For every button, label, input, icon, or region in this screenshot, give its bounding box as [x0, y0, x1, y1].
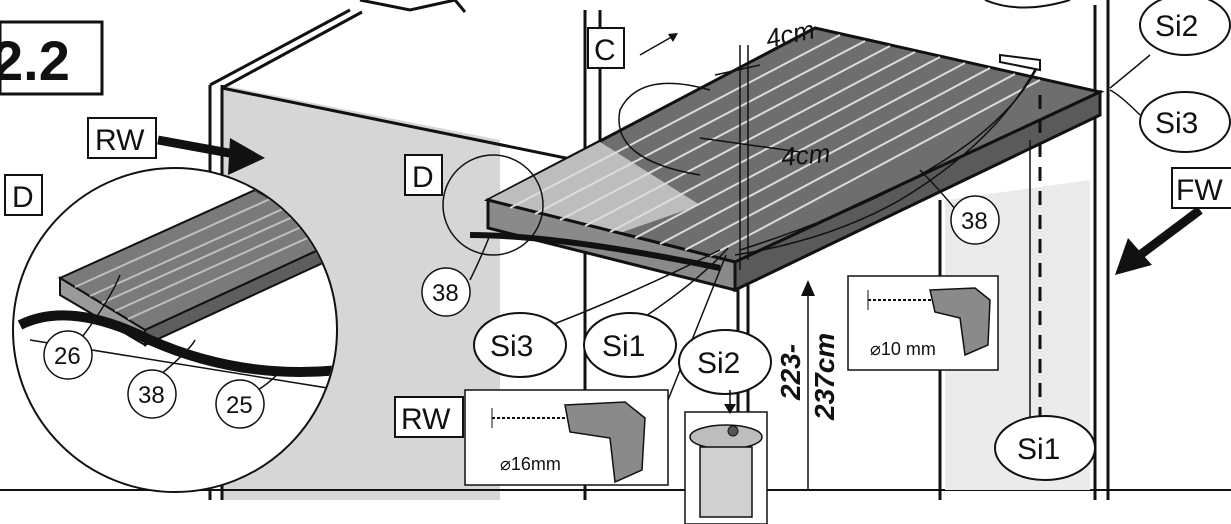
drill-icon-large	[564, 401, 646, 484]
rw-top-box: RW	[87, 117, 157, 159]
drill-large-size: ⌀16mm	[500, 454, 561, 474]
drill-inset-10mm: ⌀10 mm	[847, 275, 999, 371]
top-partial-callout	[984, 0, 1071, 9]
height-measurement-line1: 223-	[775, 344, 806, 401]
drill-icon-small	[929, 287, 991, 357]
lamp-inset	[684, 390, 768, 524]
rotation-arc	[618, 82, 711, 176]
si1-mid-text: Si1	[602, 330, 645, 363]
side-wall-shade	[945, 180, 1090, 490]
callout-si2-top: Si2	[1139, 0, 1231, 56]
callout-si2-mid: Si2	[678, 329, 772, 395]
dimension-lines	[699, 45, 809, 490]
p26-text: 26	[54, 343, 81, 370]
c-arrow	[639, 34, 676, 56]
step-number: 2.2	[0, 29, 70, 92]
gap-mid-measurement: 4cm	[780, 138, 832, 172]
detail-marker-circle	[442, 154, 544, 256]
callout-si3-right: Si3	[1139, 91, 1231, 153]
part-38-detail: 38	[127, 369, 177, 419]
d-main-box: D	[404, 154, 443, 196]
fw-arrow	[1115, 206, 1203, 275]
callout-si3-left: Si3	[473, 312, 567, 378]
rw-top-label: RW	[95, 124, 145, 157]
p38-detail-text: 38	[138, 382, 165, 409]
callout-si1-right: Si1	[994, 415, 1096, 481]
si3-left-text: Si3	[490, 330, 533, 363]
c-label: C	[594, 34, 616, 67]
main-rail-panel	[469, 26, 1105, 293]
drill-inset-16mm: ⌀16mm	[464, 389, 669, 486]
p38-main-right-text: 38	[961, 208, 988, 235]
callout-si1-mid: Si1	[583, 312, 677, 378]
rw-bottom-label: RW	[401, 403, 451, 436]
detail-circle	[12, 167, 338, 493]
si2-mid-text: Si2	[697, 347, 740, 380]
si3-right-text: Si3	[1155, 107, 1198, 140]
p25-text: 25	[226, 392, 253, 419]
d-main-label: D	[412, 161, 434, 194]
drill-small-size: ⌀10 mm	[870, 339, 936, 359]
si1-right-text: Si1	[1017, 433, 1060, 466]
part-38-main-right: 38	[950, 195, 1000, 245]
part-26: 26	[43, 330, 93, 380]
si2-top-text: Si2	[1155, 10, 1198, 43]
c-box: C	[587, 27, 625, 69]
p38-main-left-text: 38	[432, 280, 459, 307]
height-arrowhead	[801, 280, 815, 296]
rw-arrow	[157, 135, 265, 175]
fw-box: FW	[1171, 167, 1231, 209]
part-38-main-left: 38	[421, 267, 471, 317]
fw-label: FW	[1176, 174, 1223, 207]
lamp-body-icon	[699, 446, 753, 518]
d-detail-label: D	[12, 181, 34, 214]
leader-lines	[79, 54, 1151, 425]
rw-bottom-box: RW	[394, 396, 464, 438]
part-25: 25	[215, 379, 265, 429]
d-detail-box: D	[4, 174, 43, 216]
step-number-box: 2.2	[0, 20, 104, 96]
c-arrowhead	[668, 33, 678, 42]
height-measurement-line2: 237cm	[809, 333, 840, 421]
rail-bracket	[999, 53, 1041, 72]
